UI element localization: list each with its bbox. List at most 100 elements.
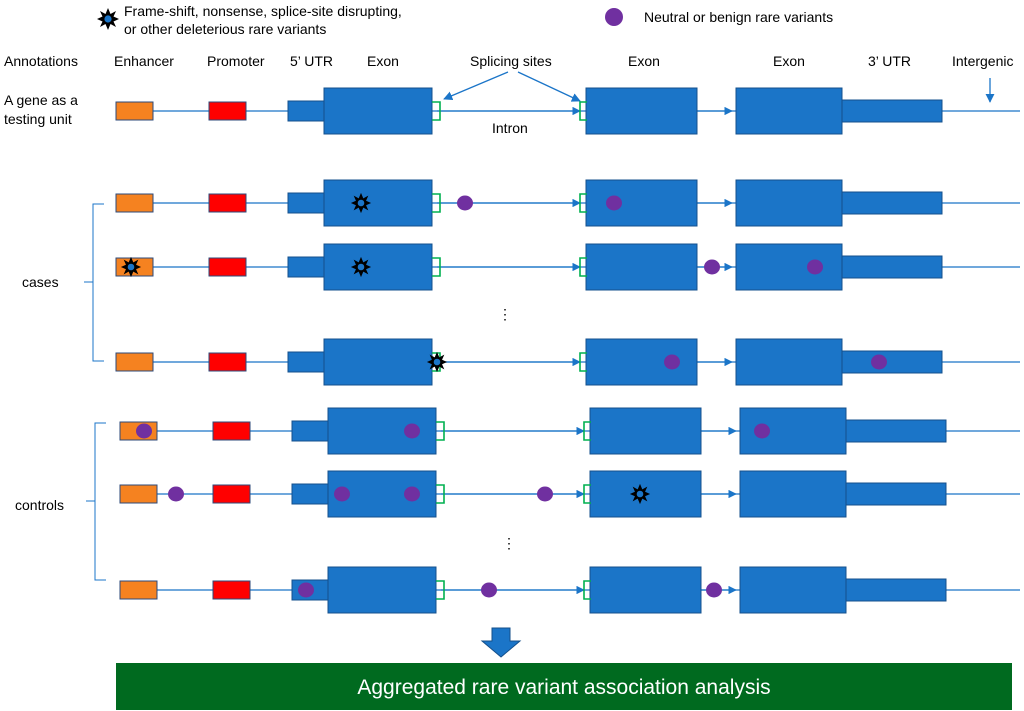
exon1-box xyxy=(323,243,433,291)
neutral-variant-marker xyxy=(704,259,720,275)
exon3-box xyxy=(739,470,847,518)
down-arrow-icon xyxy=(480,627,522,658)
neutral-variant-marker xyxy=(298,582,314,598)
legend-deleterious-line1: Frame-shift, nonsense, splice-site disru… xyxy=(124,3,402,19)
neutral-variant-marker xyxy=(136,423,152,439)
utr5-box xyxy=(287,192,325,214)
splice-site-acceptor xyxy=(583,484,591,504)
splice-site-acceptor xyxy=(579,101,587,121)
neutral-variant-marker xyxy=(168,486,184,502)
cases-label: cases xyxy=(22,274,59,290)
exon3-box xyxy=(735,338,843,386)
exon1-label: Exon xyxy=(367,53,399,69)
intron-label: Intron xyxy=(492,120,528,136)
exon2-box xyxy=(585,87,698,135)
enhancer-box xyxy=(115,352,154,372)
deleterious-variant-icon xyxy=(426,351,448,373)
utr5-label: 5’ UTR xyxy=(290,53,333,69)
neutral-variant-marker xyxy=(706,582,722,598)
analysis-banner xyxy=(116,663,1012,710)
exon2-box xyxy=(585,243,698,291)
utr3-box xyxy=(841,350,943,374)
splice-site-donor xyxy=(432,257,441,277)
utr3-box xyxy=(845,419,947,443)
promoter-box xyxy=(212,484,251,504)
analysis-banner-text: Aggregated rare variant association anal… xyxy=(357,676,770,699)
cases-bracket xyxy=(84,203,104,362)
enhancer-label: Enhancer xyxy=(114,53,174,69)
utr5-box xyxy=(287,351,325,373)
utr3-box xyxy=(841,99,943,123)
utr3-box xyxy=(845,482,947,506)
controls-ellipsis: ⋮ xyxy=(502,535,516,551)
exon1-box xyxy=(327,566,437,614)
splice-arrow-right xyxy=(517,71,581,102)
neutral-variant-marker xyxy=(457,195,473,211)
enhancer-box xyxy=(115,101,154,121)
splice-site-donor xyxy=(436,580,445,600)
neutral-variant-marker xyxy=(481,582,497,598)
exon3-box xyxy=(735,87,843,135)
gene-rows xyxy=(115,87,1020,614)
neutral-variant-marker xyxy=(404,486,420,502)
controls-bracket xyxy=(86,422,106,581)
exon3-label: Exon xyxy=(773,53,805,69)
deleterious-variant-icon xyxy=(350,192,372,214)
utr3-box xyxy=(845,578,947,602)
exon3-box xyxy=(739,566,847,614)
exon2-box xyxy=(589,407,702,455)
splice-site-acceptor xyxy=(583,421,591,441)
splice-site-acceptor xyxy=(579,193,587,213)
splice-site-acceptor xyxy=(579,257,587,277)
exon1-box xyxy=(323,179,433,227)
gene-unit-label-line1: A gene as a xyxy=(4,92,78,108)
neutral-variant-marker xyxy=(537,486,553,502)
exon3-box xyxy=(735,179,843,227)
neutral-variant-marker xyxy=(807,259,823,275)
splice-site-donor xyxy=(436,421,445,441)
splice-site-donor xyxy=(432,101,441,121)
utr5-box xyxy=(291,483,329,505)
deleterious-variant-icon xyxy=(97,8,119,30)
column-headers: Annotations Enhancer Promoter 5’ UTR Exo… xyxy=(4,53,1013,69)
utr3-box xyxy=(841,191,943,215)
enhancer-box xyxy=(115,193,154,213)
deleterious-variant-icon xyxy=(120,256,142,278)
promoter-box xyxy=(208,193,247,213)
deleterious-variant-icon xyxy=(350,256,372,278)
neutral-variant-icon xyxy=(605,8,623,26)
neutral-variant-marker xyxy=(334,486,350,502)
exon2-box xyxy=(589,566,702,614)
splice-arrow-left xyxy=(443,71,509,101)
neutral-variant-marker xyxy=(664,354,680,370)
legend-deleterious-line2: or other deleterious rare variants xyxy=(124,21,326,37)
utr5-box xyxy=(291,420,329,442)
promoter-box xyxy=(212,421,251,441)
splicing-sites-label: Splicing sites xyxy=(470,53,552,69)
cases-ellipsis: ⋮ xyxy=(498,306,512,322)
legend: Frame-shift, nonsense, splice-site disru… xyxy=(97,3,833,37)
promoter-box xyxy=(208,257,247,277)
gene-unit-label-line2: testing unit xyxy=(4,111,72,127)
exon1-box xyxy=(323,338,433,386)
legend-neutral: Neutral or benign rare variants xyxy=(644,9,833,25)
enhancer-box xyxy=(119,484,158,504)
utr3-box xyxy=(841,255,943,279)
utr3-label: 3’ UTR xyxy=(868,53,911,69)
promoter-box xyxy=(208,101,247,121)
neutral-variant-marker xyxy=(871,354,887,370)
promoter-label: Promoter xyxy=(207,53,265,69)
neutral-variant-marker xyxy=(606,195,622,211)
neutral-variant-marker xyxy=(754,423,770,439)
exon2-label: Exon xyxy=(628,53,660,69)
deleterious-variant-icon xyxy=(629,483,651,505)
promoter-box xyxy=(208,352,247,372)
exon2-box xyxy=(585,179,698,227)
annotation-arrows xyxy=(443,71,995,103)
utr5-box xyxy=(287,100,325,122)
splice-site-donor xyxy=(436,484,445,504)
exon1-box xyxy=(323,87,433,135)
enhancer-box xyxy=(119,580,158,600)
utr5-box xyxy=(287,256,325,278)
